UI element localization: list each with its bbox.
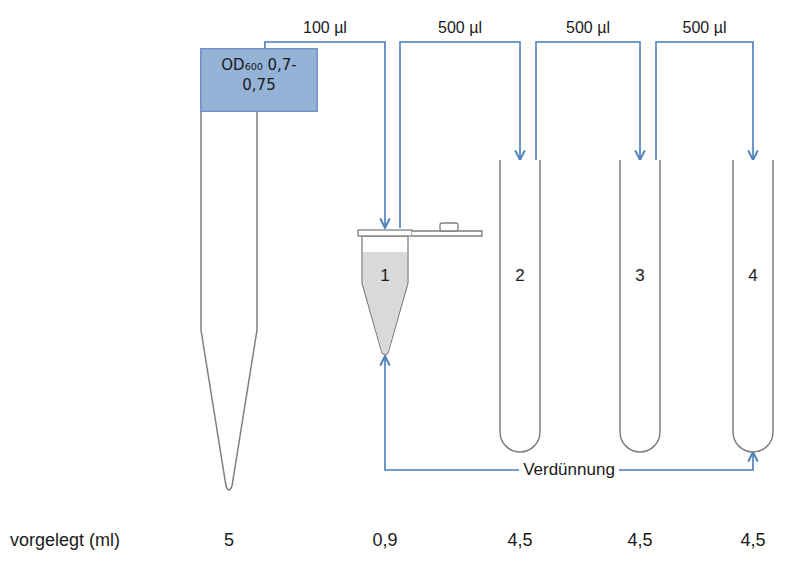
od-box: OD₆₀₀ 0,7-0,75 [200, 48, 318, 112]
test-tube-outline [620, 160, 660, 452]
test-tube: 2 [500, 160, 540, 452]
test-tube-outline [500, 160, 540, 452]
transfer-arrow [536, 42, 640, 160]
transfer-arrow [656, 42, 753, 160]
transfer-arrow [265, 42, 385, 228]
eppendorf-tube: 1 [360, 228, 410, 356]
volume-value: 4,5 [627, 530, 652, 551]
od-box-outline [200, 48, 318, 112]
eppi-body [362, 236, 408, 355]
test-tube: 3 [620, 160, 660, 452]
volume-value: 4,5 [740, 530, 765, 551]
eppi-lid [440, 223, 458, 231]
tube-outline [620, 160, 660, 452]
eppendorf-tube-outline [360, 228, 410, 356]
row-header: vorgelegt (ml) [10, 530, 120, 551]
box-fill [201, 49, 318, 112]
eppi-hinge [412, 231, 482, 236]
volume-label: 500 µl [434, 19, 486, 37]
tube-outline [733, 160, 773, 452]
tube-outline [500, 160, 540, 452]
transfer-arrow [385, 356, 753, 470]
volume-label: 500 µl [562, 19, 614, 37]
volume-label: 100 µl [299, 19, 351, 37]
node-label: 2 [500, 265, 540, 287]
volume-value: 0,9 [372, 530, 397, 551]
eppi-rim [358, 230, 412, 236]
transfer-arrow [400, 42, 520, 228]
node-label: 1 [360, 265, 410, 287]
volume-label: 500 µl [679, 19, 731, 37]
test-tube-outline [733, 160, 773, 452]
volume-value: 4,5 [507, 530, 532, 551]
node-label: OD₆₀₀ 0,7-0,75 [216, 56, 302, 95]
node-label: 4 [733, 265, 773, 287]
test-tube: 4 [733, 160, 773, 452]
node-label: 3 [620, 265, 660, 287]
eppi-liquid [363, 252, 407, 354]
volume-label: Verdünnung [519, 460, 619, 480]
volume-value: 5 [224, 530, 234, 551]
falcon-tube [201, 112, 257, 490]
